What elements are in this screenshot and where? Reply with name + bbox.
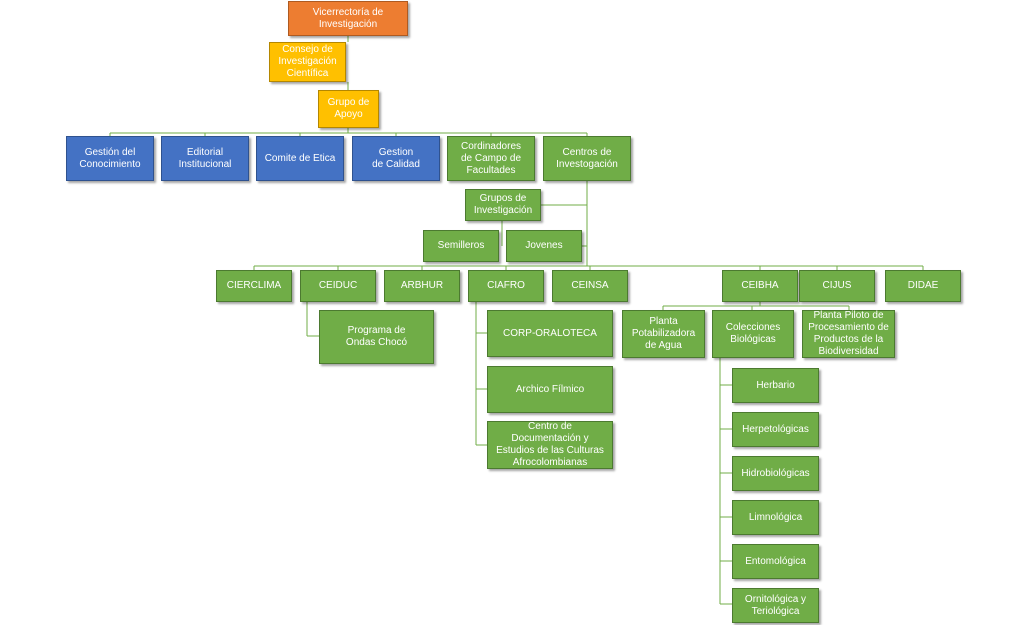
node-gestion-conocimiento: Gestión del Conocimiento <box>66 136 154 181</box>
node-colecciones: Colecciones Biológicas <box>712 310 794 358</box>
node-ornitologica: Ornitológica y Teriológica <box>732 588 819 623</box>
node-semilleros: Semilleros <box>423 230 499 262</box>
node-ceiduc: CEIDUC <box>300 270 376 302</box>
node-grupos-investigacion: Grupos de Investigación <box>465 189 541 221</box>
node-herbario: Herbario <box>732 368 819 403</box>
node-didae: DIDAE <box>885 270 961 302</box>
node-cierclima: CIERCLIMA <box>216 270 292 302</box>
node-consejo: Consejo de Investigación Científica <box>269 42 346 82</box>
node-ciafro: CIAFRO <box>468 270 544 302</box>
node-planta-potabilizadora: Planta Potabilizadora de Agua <box>622 310 705 358</box>
node-vicerrectoria: Vicerrectoría de Investigación <box>288 1 408 36</box>
node-arbhur: ARBHUR <box>384 270 460 302</box>
node-grupo-apoyo: Grupo de Apoyo <box>318 90 379 128</box>
node-ceibha: CEIBHA <box>722 270 798 302</box>
node-cordinadores: Cordinadores de Campo de Facultades <box>447 136 535 181</box>
node-centro-documentacion: Centro de Documentación y Estudios de la… <box>487 421 613 469</box>
node-herpetologicas: Herpetológicas <box>732 412 819 447</box>
node-centros: Centros de Investogación <box>543 136 631 181</box>
node-cijus: CIJUS <box>799 270 875 302</box>
node-hidrobiologicas: Hidrobiológicas <box>732 456 819 491</box>
node-corp-oraloteca: CORP-ORALOTECA <box>487 310 613 357</box>
node-ondas: Programa de Ondas Chocó <box>319 310 434 364</box>
node-gestion-calidad: Gestion de Calidad <box>352 136 440 181</box>
node-comite-etica: Comite de Etica <box>256 136 344 181</box>
node-editorial: Editorial Institucional <box>161 136 249 181</box>
node-entomologica: Entomológica <box>732 544 819 579</box>
node-jovenes: Jovenes <box>506 230 582 262</box>
node-limnologica: Limnológica <box>732 500 819 535</box>
node-ceinsa: CEINSA <box>552 270 628 302</box>
node-archivo-filmico: Archico Fílmico <box>487 366 613 413</box>
node-planta-piloto: Planta Piloto de Procesamiento de Produc… <box>802 310 895 358</box>
